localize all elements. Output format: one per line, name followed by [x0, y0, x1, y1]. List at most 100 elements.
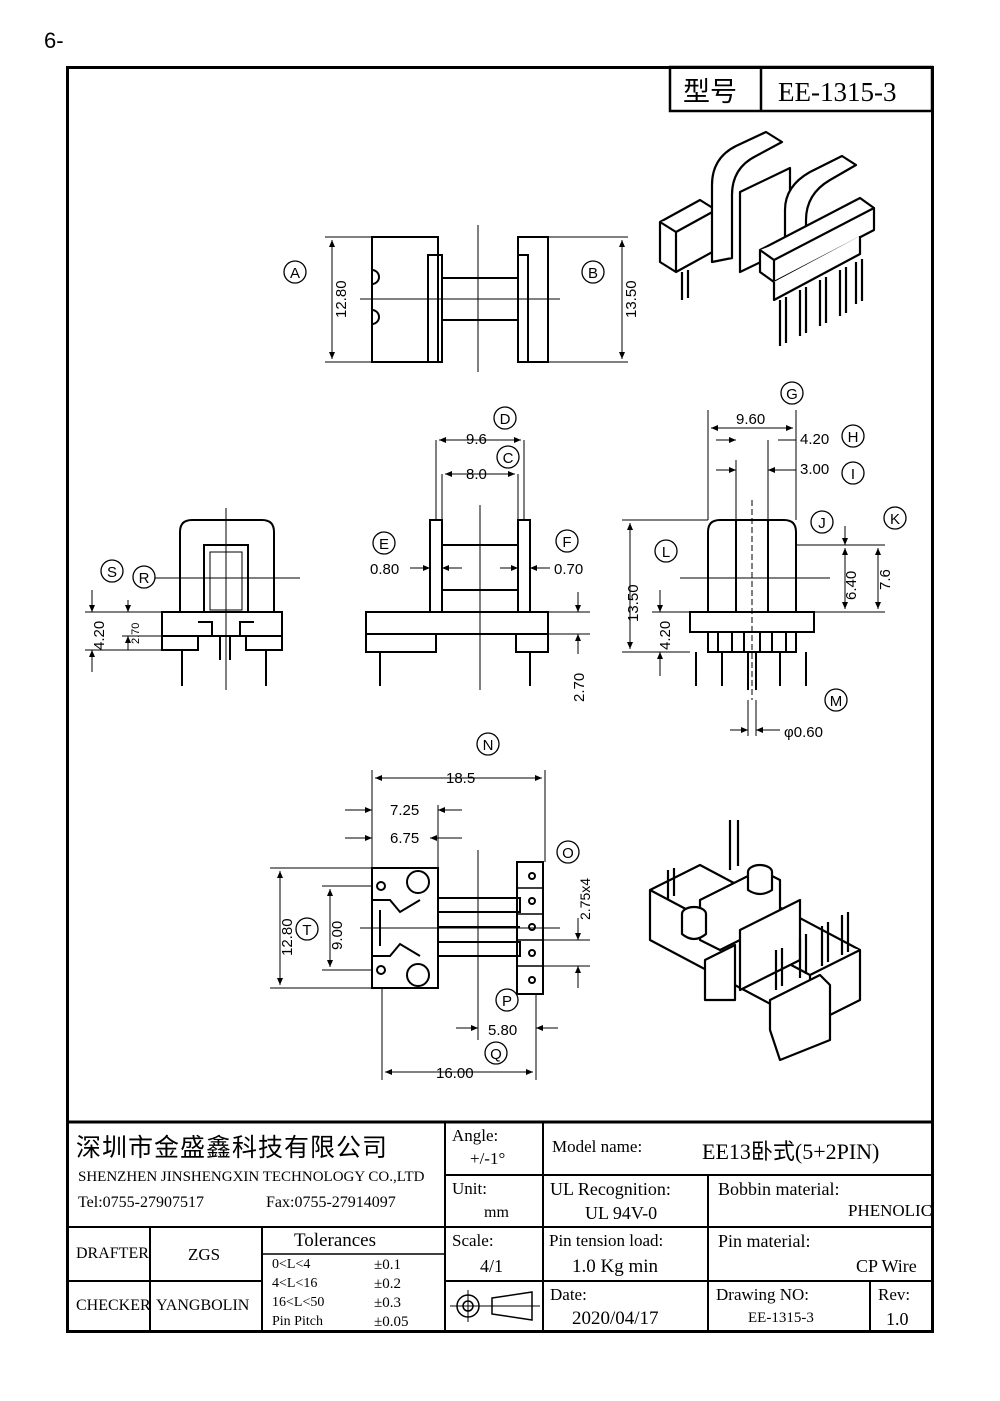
- svg-text:N: N: [483, 737, 494, 754]
- svg-text:D: D: [500, 411, 511, 428]
- drawing-no-label: Drawing NO:: [716, 1285, 810, 1304]
- svg-text:Q: Q: [490, 1046, 502, 1063]
- balloon-g: G: [780, 381, 804, 405]
- tolerance-value-1: ±0.1: [374, 1257, 401, 1273]
- dim-a-12-80: 12.80: [333, 280, 350, 318]
- dim-t-9-00: 9.00: [329, 921, 346, 950]
- date-value: 2020/04/17: [572, 1308, 659, 1329]
- date-label: Date:: [550, 1285, 587, 1304]
- svg-text:C: C: [503, 450, 514, 467]
- dim-f-2-70: 2.70: [571, 673, 588, 702]
- company-name-en: SHENZHEN JINSHENGXIN TECHNOLOGY CO.,LTD: [78, 1169, 425, 1185]
- svg-text:L: L: [662, 544, 670, 561]
- dim-h-4-20: 4.20: [800, 431, 829, 448]
- tolerance-range-3: 16<L<50: [272, 1295, 325, 1310]
- pin-material-value: CP Wire: [856, 1256, 917, 1276]
- tolerance-range-4: Pin Pitch: [272, 1314, 323, 1329]
- dim-m-phi: φ0.60: [784, 724, 823, 741]
- dim-p-5-80: 5.80: [488, 1022, 517, 1039]
- company-fax: Fax:0755-27914097: [266, 1194, 396, 1211]
- front-view: [365, 437, 590, 690]
- dim-d-9-6: 9.6: [466, 431, 487, 448]
- type-box: 型号 EE-1315-3: [668, 65, 934, 113]
- svg-text:S: S: [107, 564, 117, 581]
- balloon-q: Q: [484, 1041, 508, 1065]
- isometric-view-top: [658, 130, 876, 346]
- dim-k-7-6: 7.6: [877, 569, 894, 590]
- svg-text:M: M: [830, 693, 843, 710]
- drafter-value: ZGS: [188, 1245, 221, 1264]
- scale-value: 4/1: [480, 1256, 504, 1276]
- dim-e-0-80: 0.80: [370, 561, 399, 578]
- svg-text:K: K: [890, 511, 900, 528]
- tolerances-label: Tolerances: [294, 1230, 377, 1251]
- dim-l-13-50: 13.50: [625, 584, 642, 622]
- tolerance-range-2: 4<L<16: [272, 1276, 318, 1291]
- side-view-right: [622, 410, 885, 736]
- model-value: EE13卧式(5+2PIN): [702, 1139, 880, 1164]
- bobbin-label: Bobbin material:: [718, 1179, 840, 1199]
- svg-text:E: E: [379, 536, 389, 553]
- svg-text:G: G: [786, 386, 798, 403]
- balloon-n: N: [476, 732, 500, 756]
- pin-material-label: Pin material:: [718, 1231, 811, 1251]
- balloon-e: E: [372, 531, 396, 555]
- balloon-m: M: [824, 688, 848, 712]
- balloon-d: D: [493, 406, 517, 430]
- balloon-l: L: [654, 539, 678, 563]
- model-label: Model name:: [552, 1137, 643, 1156]
- pin-tension-label: Pin tension load:: [549, 1231, 664, 1250]
- svg-text:B: B: [588, 265, 598, 282]
- svg-text:F: F: [562, 534, 571, 551]
- scale-label: Scale:: [452, 1231, 494, 1250]
- svg-text:P: P: [502, 993, 512, 1010]
- balloon-i: I: [841, 461, 865, 485]
- balloon-s: S: [100, 559, 124, 583]
- tolerance-value-2: ±0.2: [374, 1276, 401, 1292]
- rev-value: 1.0: [886, 1309, 909, 1329]
- unit-label: Unit:: [452, 1179, 487, 1198]
- dim-c-8-0: 8.0: [466, 466, 487, 483]
- bottom-view: [270, 770, 590, 1080]
- balloon-p: P: [495, 988, 519, 1012]
- dim-g-9-60: 9.60: [736, 411, 765, 428]
- dim-t-12-80: 12.80: [279, 918, 296, 956]
- dim-n-7-25: 7.25: [390, 802, 419, 819]
- dim-o-2-75x4: 2.75x4: [577, 878, 593, 920]
- dim-q-16-00: 16.00: [436, 1065, 474, 1082]
- company-name-cn: 深圳市金盛鑫科技有限公司: [76, 1135, 389, 1162]
- dim-r-2-70: 2.70: [130, 623, 142, 644]
- drawing-no-value: EE-1315-3: [748, 1310, 814, 1326]
- svg-text:R: R: [139, 570, 150, 587]
- svg-text:T: T: [302, 922, 311, 939]
- dim-j-6-40: 6.40: [843, 571, 860, 600]
- checker-value: YANGBOLIN: [156, 1297, 250, 1314]
- angle-label: Angle:: [452, 1126, 499, 1145]
- tolerance-value-4: ±0.05: [374, 1314, 409, 1330]
- svg-text:O: O: [562, 845, 574, 862]
- type-label: 型号: [683, 77, 737, 107]
- dim-b-13-50: 13.50: [623, 280, 640, 318]
- title-block-grid: [67, 1120, 933, 1332]
- balloon-o: O: [556, 840, 580, 864]
- balloon-h: H: [841, 424, 865, 448]
- balloon-k: K: [883, 506, 907, 530]
- bobbin-value: PHENOLIC: [848, 1201, 933, 1220]
- page-number: 6-: [44, 28, 64, 53]
- top-view: [325, 225, 628, 372]
- pin-tension-value: 1.0 Kg min: [572, 1256, 659, 1277]
- rev-label: Rev:: [878, 1285, 911, 1304]
- unit-value: mm: [484, 1204, 509, 1221]
- dim-l-4-20: 4.20: [657, 621, 674, 650]
- svg-text:H: H: [848, 429, 859, 446]
- tolerance-range-1: 0<L<4: [272, 1257, 311, 1272]
- dim-n-6-75: 6.75: [390, 830, 419, 847]
- ul-label: UL Recognition:: [550, 1179, 671, 1199]
- svg-text:J: J: [818, 515, 826, 532]
- balloon-t: T: [295, 917, 319, 941]
- tolerance-value-3: ±0.3: [374, 1295, 401, 1311]
- dim-i-3-00: 3.00: [800, 461, 829, 478]
- balloon-b: B: [581, 260, 605, 284]
- balloons: A B C D E F G H I J K L M N O P Q R S T: [100, 260, 907, 1065]
